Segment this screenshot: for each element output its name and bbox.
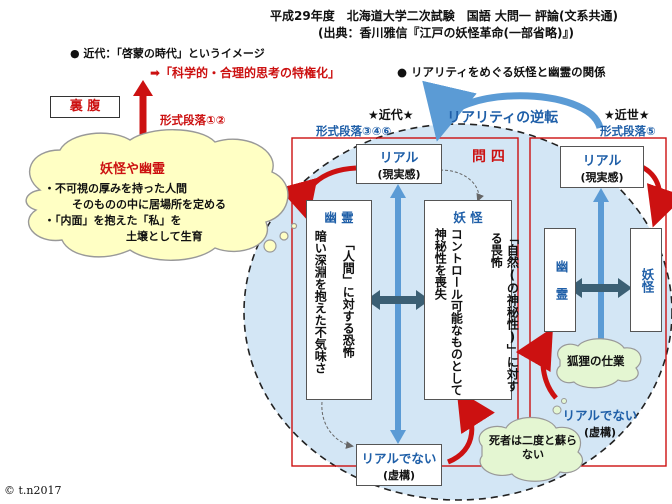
early-yurei-box: 幽 霊 bbox=[544, 228, 576, 332]
paragraph-label-346: 形式段落③④⑥ bbox=[316, 124, 392, 138]
modern-unreal-sub: (虚構) bbox=[382, 468, 416, 482]
control-loss: コントロール可能なものとして神秘性を喪失 bbox=[433, 228, 464, 396]
early-unreal-title: リアルでない bbox=[562, 408, 638, 423]
question-label: 問 四 bbox=[472, 149, 505, 165]
shisha-note: 死者は二度と蘇らない bbox=[489, 434, 577, 462]
early-unreal-sub: (虚構) bbox=[583, 426, 617, 439]
modern-youkai-title: 妖 怪 bbox=[453, 210, 483, 225]
early-real-sub: (現実感) bbox=[580, 170, 624, 184]
modern-real-sub: (現実感) bbox=[377, 167, 421, 181]
reversal-arrow bbox=[422, 80, 604, 142]
modern-unreal-box: リアルでない (虚構) bbox=[356, 444, 442, 486]
privilege-note: ➡「科学的・合理的思考の特権化」 bbox=[150, 66, 341, 80]
modern-real-title: リアル bbox=[379, 150, 419, 166]
modern-yurei-title: 幽 霊 bbox=[324, 210, 354, 225]
yurei-description: 暗い深淵を抱えた不気味さ bbox=[313, 230, 328, 374]
early-youkai-box: 妖怪 bbox=[630, 228, 662, 332]
shizen-awe: 「自然(の神秘性)」に対する畏怖 bbox=[489, 232, 520, 392]
modern-yurei-box: 幽 霊 bbox=[306, 200, 372, 400]
modern-real-box: リアル (現実感) bbox=[356, 144, 442, 184]
thought-cloud bbox=[25, 129, 289, 261]
paragraph-label-12: 形式段落①② bbox=[160, 113, 226, 127]
header-title: 平成29年度 北海道大学二次試験 国語 大問一 評論(文系共通) bbox=[270, 9, 619, 23]
kindai-note: ● 近代：「啓蒙の時代」というイメージ bbox=[70, 47, 265, 60]
reversal-label: リアリティの逆転 bbox=[447, 110, 559, 126]
early-modern-panel-frame bbox=[529, 137, 667, 467]
early-unreal-box: リアルでない (虚構) bbox=[556, 405, 644, 440]
cloud-title: 妖怪や幽霊 bbox=[100, 162, 166, 177]
early-yurei-title: 幽 霊 bbox=[553, 260, 569, 300]
kori-label: 狐狸の仕業 bbox=[567, 354, 625, 368]
cloud-line: そのものの中に居場所を定める bbox=[72, 198, 226, 211]
credit: © t.n2017 bbox=[4, 484, 62, 497]
modern-youkai-box: 妖 怪 bbox=[424, 200, 512, 400]
header-source: (出典：香川雅信『江戸の妖怪革命(一部省略)』) bbox=[318, 26, 574, 40]
urahara-box: 裏 腹 bbox=[50, 96, 120, 118]
early-real-title: リアル bbox=[582, 153, 622, 169]
modern-star: ★近代★ bbox=[368, 108, 414, 122]
early-real-box: リアル (現実感) bbox=[560, 146, 644, 188]
main-subtitle: ● リアリティをめぐる妖怪と幽霊の関係 bbox=[397, 65, 606, 79]
early-modern-star: ★近世★ bbox=[604, 108, 650, 122]
early-youkai-title: 妖怪 bbox=[639, 267, 655, 293]
cloud-line: 土壌として生育 bbox=[126, 230, 203, 243]
cloud-line: ・不可視の厚みを持った人間 bbox=[44, 182, 187, 195]
ningen-fear: 「人間」に対する恐怖 bbox=[341, 238, 356, 358]
cloud-line: ・「内面」を抱えた「私」を bbox=[44, 214, 182, 227]
modern-unreal-title: リアルでない bbox=[361, 450, 437, 466]
paragraph-label-5: 形式段落⑤ bbox=[600, 124, 656, 138]
